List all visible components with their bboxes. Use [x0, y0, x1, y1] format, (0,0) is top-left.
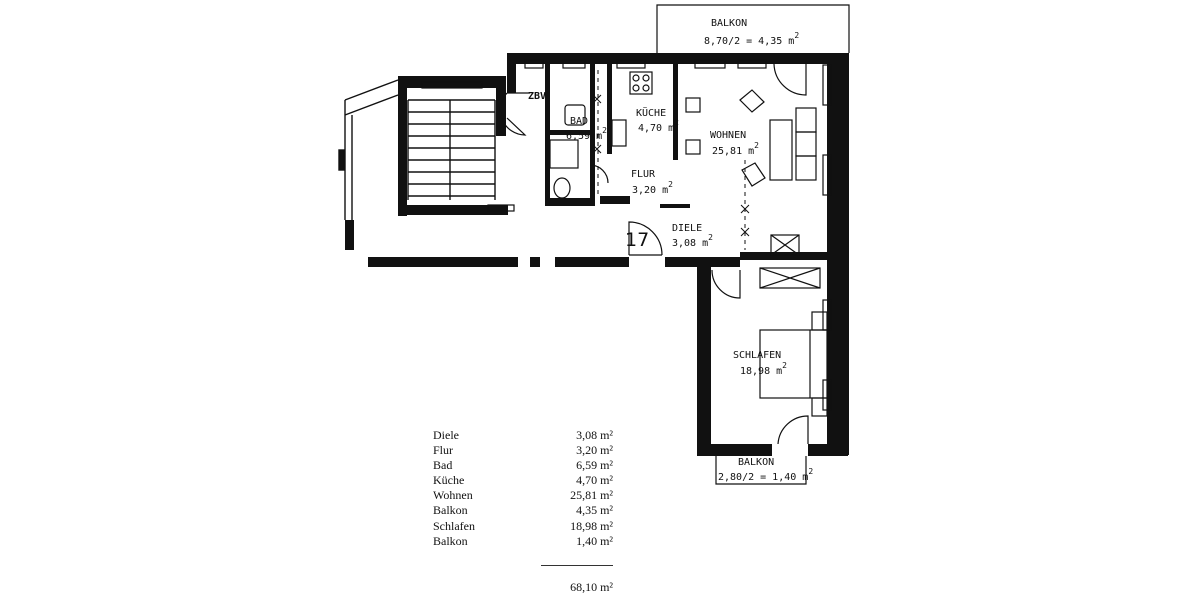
table-row: Küche 4,70 m²	[433, 473, 613, 488]
room-area: 4,70 m²	[576, 473, 613, 488]
schlafen-name: SCHLAFEN	[733, 350, 781, 361]
room-area: 25,81 m²	[570, 488, 613, 503]
table-row: Schlafen 18,98 m²	[433, 519, 613, 534]
table-row: Wohnen 25,81 m²	[433, 488, 613, 503]
room-area: 3,20 m²	[576, 443, 613, 458]
table-row: Bad 6,59 m²	[433, 458, 613, 473]
table-row: Flur 3,20 m²	[433, 443, 613, 458]
table-row: Diele 3,08 m²	[433, 428, 613, 443]
room-name: Küche	[433, 473, 465, 488]
bad-name: BAD	[570, 116, 588, 127]
wohnen-name: WOHNEN	[710, 130, 746, 141]
walls	[345, 53, 849, 456]
wohnen-area: 25,81 m2	[712, 141, 759, 157]
room-name: Wohnen	[433, 488, 473, 503]
diele-name: DIELE	[672, 223, 702, 234]
table-row: Balkon 1,40 m²	[433, 534, 613, 549]
balkon-top-name: BALKON	[711, 18, 747, 29]
room-area: 1,40 m²	[576, 533, 613, 548]
bad-area: 6,59 m2	[566, 126, 607, 142]
balcony-top	[656, 4, 850, 53]
doors	[499, 60, 809, 445]
balcony-bottom	[715, 456, 807, 485]
room-name: Schlafen	[433, 518, 475, 533]
room-name: Balkon	[433, 533, 468, 548]
table-row: Balkon 4,35 m²	[433, 503, 613, 518]
dashed-partitions	[597, 70, 746, 250]
room-area: 6,59 m²	[576, 458, 613, 473]
diele-area: 3,08 m2	[672, 233, 713, 249]
kueche-area: 4,70 m2	[638, 118, 679, 134]
flur-name: FLUR	[631, 169, 656, 180]
fixtures	[549, 71, 828, 417]
balkon-top-calc: 8,70/2 = 4,35 m2	[704, 31, 799, 47]
flur-area: 3,20 m2	[632, 180, 673, 196]
total-area: 68,10 m²	[570, 580, 613, 594]
room-area: 4,35 m²	[576, 503, 613, 518]
area-table: Diele 3,08 m² Flur 3,20 m² Bad 6,59 m² Küch…	[433, 428, 613, 549]
zbv-label: ZBV	[528, 91, 546, 102]
total-divider	[541, 565, 613, 566]
room-name: Balkon	[433, 503, 468, 518]
room-area: 18,98 m²	[570, 518, 613, 533]
room-area: 3,08 m²	[576, 428, 613, 442]
balkon-bottom-calc: 2,80/2 = 1,40 m2	[718, 467, 813, 483]
unit-number: 17	[625, 229, 649, 251]
kueche-name: KÜCHE	[636, 106, 666, 119]
schlafen-area: 18,98 m2	[740, 361, 787, 377]
room-name: Flur	[433, 443, 454, 458]
room-name: Bad	[433, 458, 453, 473]
room-name: Diele	[433, 428, 459, 442]
balkon-bottom-name: BALKON	[738, 457, 774, 468]
staircase	[338, 79, 496, 220]
partition-markers	[592, 94, 750, 237]
